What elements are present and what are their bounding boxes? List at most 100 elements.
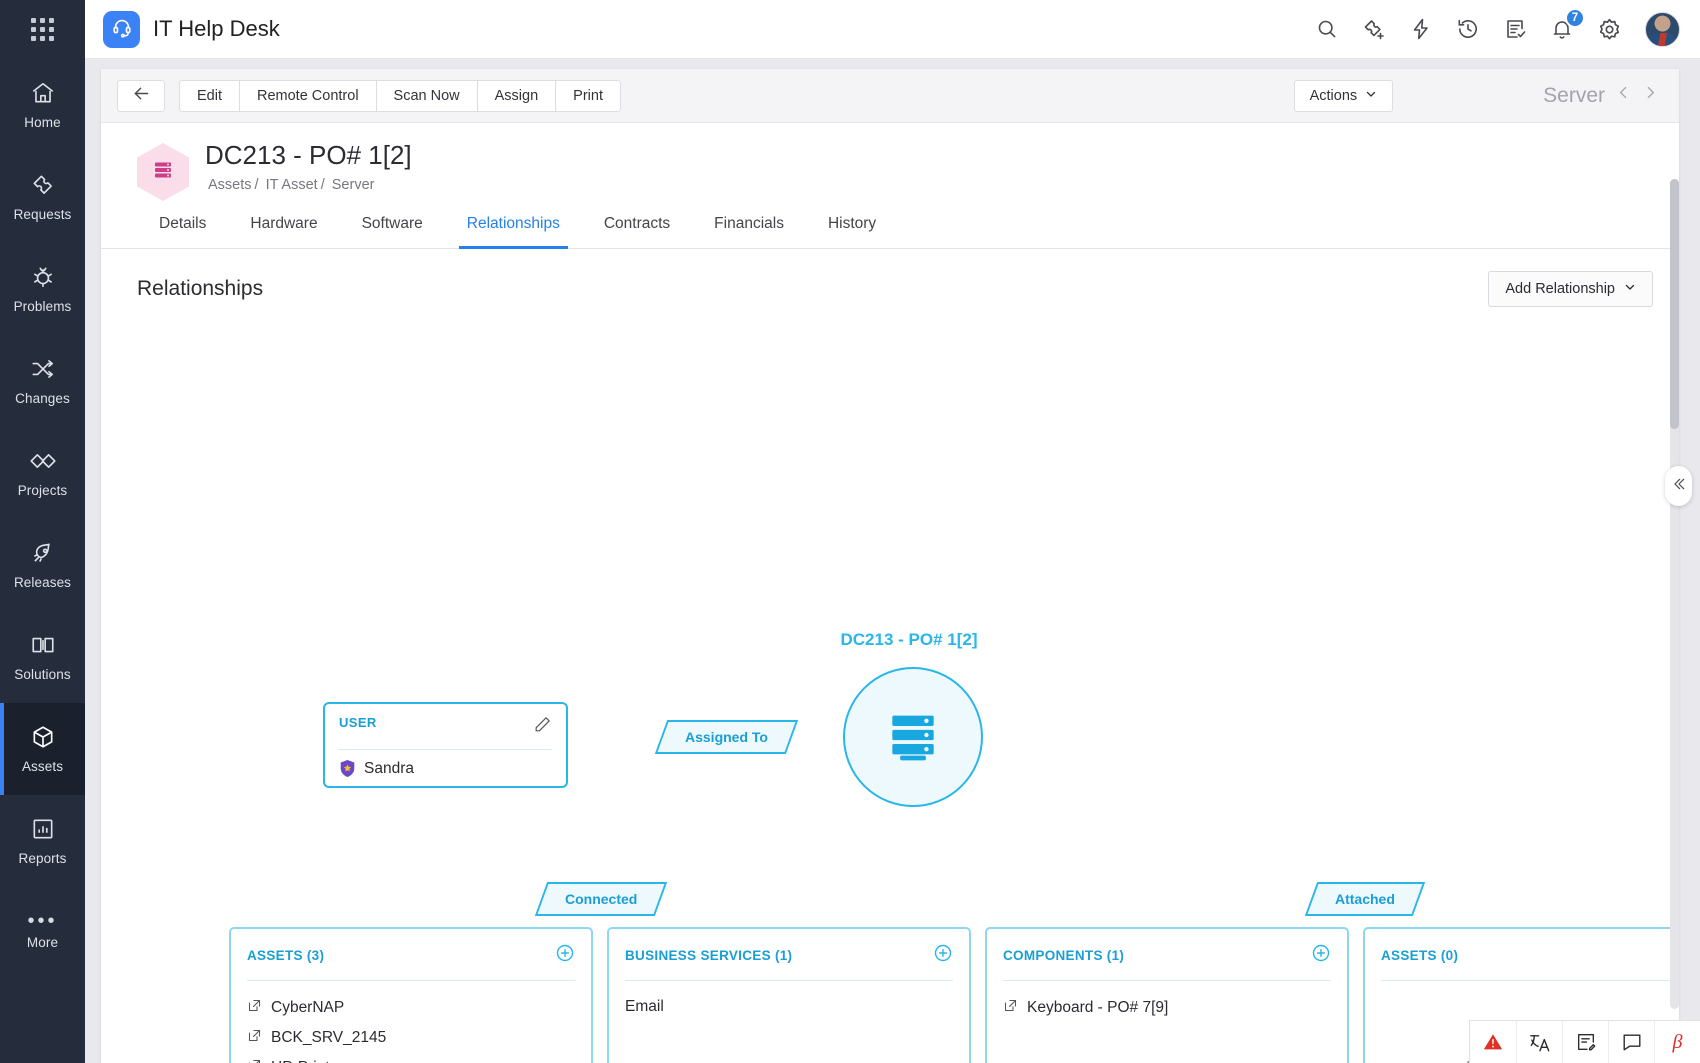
list-item-label: Keyboard - PO# 7[9] — [1027, 999, 1169, 1016]
gear-icon[interactable] — [1597, 17, 1622, 42]
edge-label-connected[interactable]: Connected — [534, 882, 668, 916]
actions-dropdown-button[interactable]: Actions — [1293, 79, 1394, 112]
sidebar-item-label: Releases — [13, 575, 72, 590]
edit-button[interactable]: Edit — [179, 79, 239, 112]
edge-label-attached[interactable]: Attached — [1304, 882, 1426, 916]
tab-relationships[interactable]: Relationships — [445, 215, 582, 249]
tab-financials[interactable]: Financials — [714, 215, 784, 232]
record-action-buttons: Edit Remote Control Scan Now Assign Prin… — [179, 79, 621, 112]
record-navigator: Server — [1543, 84, 1659, 108]
breadcrumb: Assets/ IT Asset/ Server — [208, 176, 375, 193]
warning-icon[interactable] — [1470, 1021, 1516, 1063]
sidebar-item-label: Assets — [21, 759, 64, 774]
projects-icon — [29, 448, 56, 474]
scrollbar-thumb[interactable] — [1670, 179, 1679, 429]
checklist-icon[interactable] — [1503, 17, 1527, 41]
tab-details[interactable]: Details — [159, 215, 207, 232]
sidebar-item-projects[interactable]: Projects — [0, 427, 85, 519]
tab-software[interactable]: Software — [361, 215, 423, 232]
list-item[interactable]: Email — [625, 993, 953, 1021]
assign-button[interactable]: Assign — [476, 79, 556, 112]
card-components: COMPONENTS (1) — [985, 927, 1349, 1063]
sidebar-item-changes[interactable]: Changes — [0, 335, 85, 427]
user-card[interactable]: USER Sandra — [323, 702, 568, 788]
new-ticket-icon[interactable] — [1362, 17, 1386, 41]
add-relationship-button[interactable]: Add Relationship — [1488, 271, 1653, 307]
add-relationship-label: Add Relationship — [1505, 281, 1615, 297]
list-item[interactable]: CyberNAP — [247, 993, 575, 1023]
search-icon[interactable] — [1315, 17, 1339, 41]
breadcrumb-item-server[interactable]: Server — [331, 176, 375, 193]
sidebar-item-home[interactable]: Home — [0, 59, 85, 151]
prev-record-icon[interactable] — [1615, 84, 1632, 107]
lightning-icon[interactable] — [1409, 17, 1433, 41]
card-title: ASSETS (0) — [1381, 948, 1459, 963]
print-button[interactable]: Print — [555, 79, 621, 112]
list-item[interactable]: HP-Printer — [247, 1053, 575, 1063]
list-item[interactable]: Keyboard - PO# 7[9] — [1003, 993, 1331, 1023]
ticket-icon — [30, 172, 56, 198]
card-title: BUSINESS SERVICES (1) — [625, 948, 793, 963]
panel-collapse-handle[interactable] — [1665, 466, 1692, 506]
plus-circle-icon[interactable] — [1311, 943, 1331, 968]
home-icon — [30, 80, 56, 106]
top-bar-actions: 7 — [1315, 8, 1680, 47]
tab-hardware[interactable]: Hardware — [250, 215, 318, 232]
sidebar-item-problems[interactable]: Problems — [0, 243, 85, 335]
record-type-label: Server — [1543, 83, 1605, 107]
record-sheet: Edit Remote Control Scan Now Assign Prin… — [101, 69, 1679, 1063]
card-business-services: BUSINESS SERVICES (1) Email — [607, 927, 971, 1063]
app-logo[interactable] — [103, 10, 140, 48]
app-switcher-button[interactable] — [0, 18, 85, 41]
chat-icon[interactable] — [1608, 1021, 1654, 1063]
grid-icon — [31, 18, 54, 41]
translate-icon[interactable] — [1516, 1021, 1562, 1063]
shield-star-icon — [339, 759, 356, 778]
list-item[interactable]: BCK_SRV_2145 — [247, 1023, 575, 1053]
plus-circle-icon[interactable] — [933, 943, 953, 968]
beta-glyph: β — [1672, 1030, 1683, 1053]
list-item-label: CyberNAP — [271, 999, 345, 1016]
avatar[interactable] — [1645, 11, 1680, 47]
sidebar-item-assets[interactable]: Assets — [0, 703, 85, 795]
root-node[interactable] — [843, 667, 983, 807]
sidebar-item-label: Requests — [13, 207, 72, 222]
bug-icon — [30, 264, 56, 290]
beta-icon[interactable]: β — [1654, 1021, 1700, 1063]
bell-icon[interactable]: 7 — [1550, 8, 1585, 41]
remote-control-button[interactable]: Remote Control — [239, 79, 376, 112]
record-icon — [137, 143, 189, 201]
external-link-icon — [1003, 998, 1018, 1018]
next-record-icon[interactable] — [1642, 84, 1659, 107]
history-icon[interactable] — [1456, 17, 1480, 41]
sidebar-item-solutions[interactable]: Solutions — [0, 611, 85, 703]
scrollbar-track[interactable] — [1670, 179, 1679, 1009]
root-node-title: DC213 - PO# 1[2] — [840, 630, 978, 649]
shuffle-icon — [30, 356, 56, 382]
edit-note-icon[interactable] — [1562, 1021, 1608, 1063]
back-button[interactable] — [117, 79, 165, 112]
tab-contracts[interactable]: Contracts — [603, 215, 671, 232]
sidebar-item-requests[interactable]: Requests — [0, 151, 85, 243]
plus-circle-icon[interactable] — [555, 943, 575, 968]
user-name: Sandra — [364, 759, 414, 777]
breadcrumb-item-assets[interactable]: Assets — [208, 176, 252, 193]
divider — [1381, 980, 1679, 981]
sidebar-item-label: Solutions — [14, 667, 71, 682]
edge-label-assigned-to[interactable]: Assigned To — [654, 720, 799, 754]
section-header: Relationships Add Relationship — [101, 249, 1679, 307]
app-title: IT Help Desk — [153, 16, 280, 41]
scan-now-button[interactable]: Scan Now — [375, 79, 477, 112]
card-title: COMPONENTS (1) — [1003, 948, 1125, 963]
chevrons-left-icon — [1671, 476, 1687, 497]
sidebar-item-more[interactable]: ••• More — [0, 887, 85, 979]
divider — [339, 749, 552, 750]
pencil-icon[interactable] — [533, 715, 552, 739]
breadcrumb-item-it-asset[interactable]: IT Asset — [265, 176, 318, 193]
notification-badge: 7 — [1565, 8, 1585, 28]
arrow-left-icon — [131, 83, 152, 109]
sidebar-item-releases[interactable]: Releases — [0, 519, 85, 611]
tab-history[interactable]: History — [827, 215, 877, 232]
sidebar-item-reports[interactable]: Reports — [0, 795, 85, 887]
